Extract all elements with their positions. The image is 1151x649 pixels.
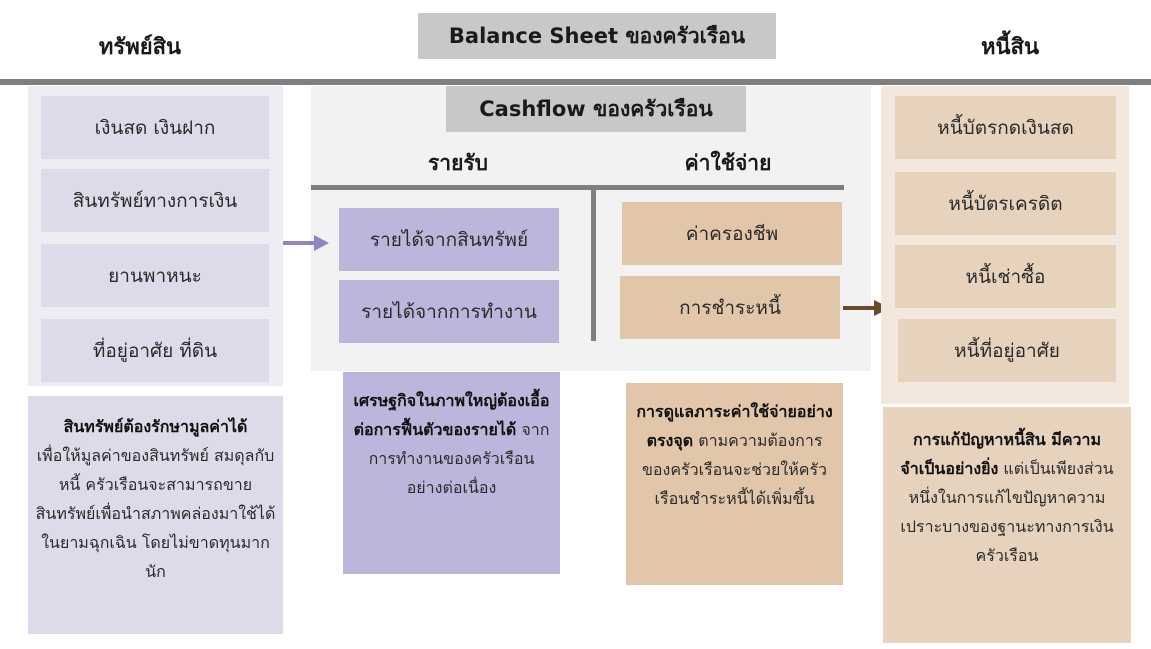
expense-header: ค่าใช้จ่าย: [684, 150, 772, 175]
assets-note-bold: สินทรัพย์ต้องรักษามูลค่าได้: [63, 417, 248, 436]
income-header: รายรับ: [428, 150, 488, 175]
expense-note-text: ตามความต้องการของครัวเรือนจะช่วยให้ครัวเ…: [641, 431, 828, 508]
income-note-bold: เศรษฐกิจในภาพใหญ่ต้องเอื้อต่อการฟื้นตัวข…: [353, 391, 550, 439]
expense-note: การดูแลภาระค่าใช้จ่ายอย่างตรงจุด ตามความ…: [626, 383, 843, 585]
cashflow-title: Cashflow ของครัวเรือน: [446, 86, 746, 132]
balance-sheet-title: Balance Sheet ของครัวเรือน: [418, 13, 776, 59]
liabilities-note-text: แต่เป็นเพียงส่วนหนึ่งในการแก้ไขปัญหาความ…: [900, 459, 1114, 565]
asset-item-cash: เงินสด เงินฝาก: [41, 96, 269, 159]
asset-item-housing: ที่อยู่อาศัย ที่ดิน: [41, 319, 269, 382]
cashflow-h-divider: [311, 185, 844, 190]
liability-item-mortgage: หนี้ที่อยู่อาศัย: [898, 319, 1116, 382]
income-item-assets: รายได้จากสินทรัพย์: [339, 208, 559, 271]
cashflow-v-divider: [591, 185, 596, 341]
expense-item-living: ค่าครองชีพ: [622, 202, 842, 265]
asset-item-financial: สินทรัพย์ทางการเงิน: [41, 169, 269, 232]
assets-to-income-arrow: [283, 235, 329, 251]
assets-note-text: เพื่อให้มูลค่าของสินทรัพย์ สมดุลกับหนี้ …: [35, 446, 276, 581]
income-note: เศรษฐกิจในภาพใหญ่ต้องเอื้อต่อการฟื้นตัวข…: [343, 372, 560, 574]
assets-header: ทรัพย์สิน: [98, 34, 182, 60]
liabilities-note-bold: การแก้ปัญหาหนี้สิน มีความจำเป็นอย่างยิ่ง: [900, 430, 1102, 478]
liability-item-cash-card: หนี้บัตรกดเงินสด: [895, 96, 1116, 159]
expense-item-debt-payment: การชำระหนี้: [620, 276, 840, 339]
header-divider: [0, 79, 1151, 85]
expense-note-bold: การดูแลภาระค่าใช้จ่ายอย่างตรงจุด: [636, 402, 833, 450]
liabilities-header: หนี้สิน: [980, 34, 1039, 60]
liabilities-note: การแก้ปัญหาหนี้สิน มีความจำเป็นอย่างยิ่ง…: [883, 407, 1131, 643]
income-item-work: รายได้จากการทำงาน: [339, 280, 559, 343]
income-note-text: จากการทำงานของครัวเรือนอย่างต่อเนื่อง: [368, 420, 550, 497]
liability-item-hire-purchase: หนี้เช่าซื้อ: [895, 245, 1116, 308]
asset-item-vehicle: ยานพาหนะ: [41, 244, 269, 307]
assets-note: สินทรัพย์ต้องรักษามูลค่าได้ เพื่อให้มูลค…: [28, 396, 283, 634]
liability-item-credit-card: หนี้บัตรเครดิต: [895, 172, 1116, 235]
